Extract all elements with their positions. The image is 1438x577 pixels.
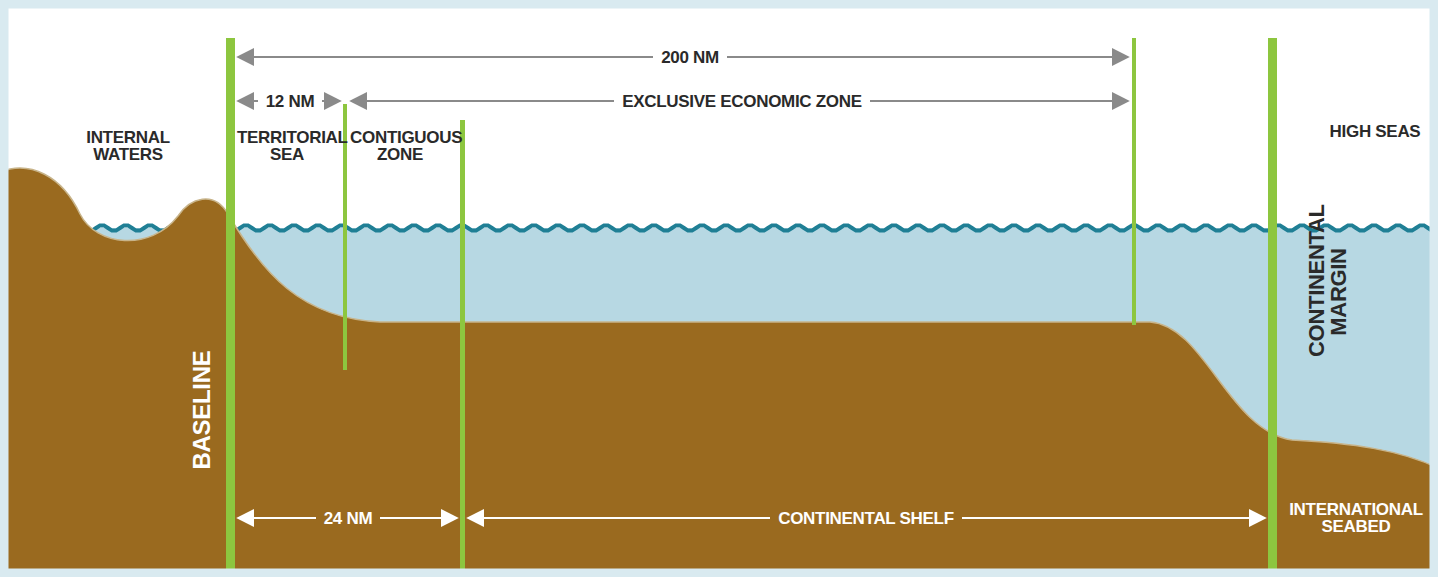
zone-label: HIGH SEAS	[1320, 123, 1430, 140]
sea-surface	[84, 225, 1432, 230]
zone-label: INTERNATIONAL SEABED	[1281, 501, 1431, 535]
continental-margin-line	[1268, 38, 1277, 577]
frame	[4, 4, 1434, 573]
dimension-label: 200 NM	[653, 48, 727, 67]
zone-label: EXCLUSIVE ECONOMIC ZONE	[614, 92, 870, 111]
wave-line	[84, 225, 1432, 230]
zone-label: CONTINENTAL SHELF	[770, 509, 962, 528]
dimension-label: 24 NM	[316, 509, 381, 528]
seabed-land	[0, 168, 1438, 577]
boundary-label: BASELINE	[190, 330, 214, 490]
boundary-label: CONTINENTAL MARGIN	[1306, 227, 1350, 357]
contiguous-zone-limit	[460, 120, 465, 577]
zone-label: INTERNAL WATERS	[73, 129, 183, 163]
zone-label: TERRITORIAL SEA	[237, 129, 337, 163]
baseline-line	[226, 38, 235, 577]
zone-label: CONTIGUOUS ZONE	[350, 129, 450, 163]
eez-limit	[1132, 38, 1136, 325]
dimension-label: 12 NM	[258, 92, 323, 111]
territorial-sea-limit	[343, 104, 347, 370]
